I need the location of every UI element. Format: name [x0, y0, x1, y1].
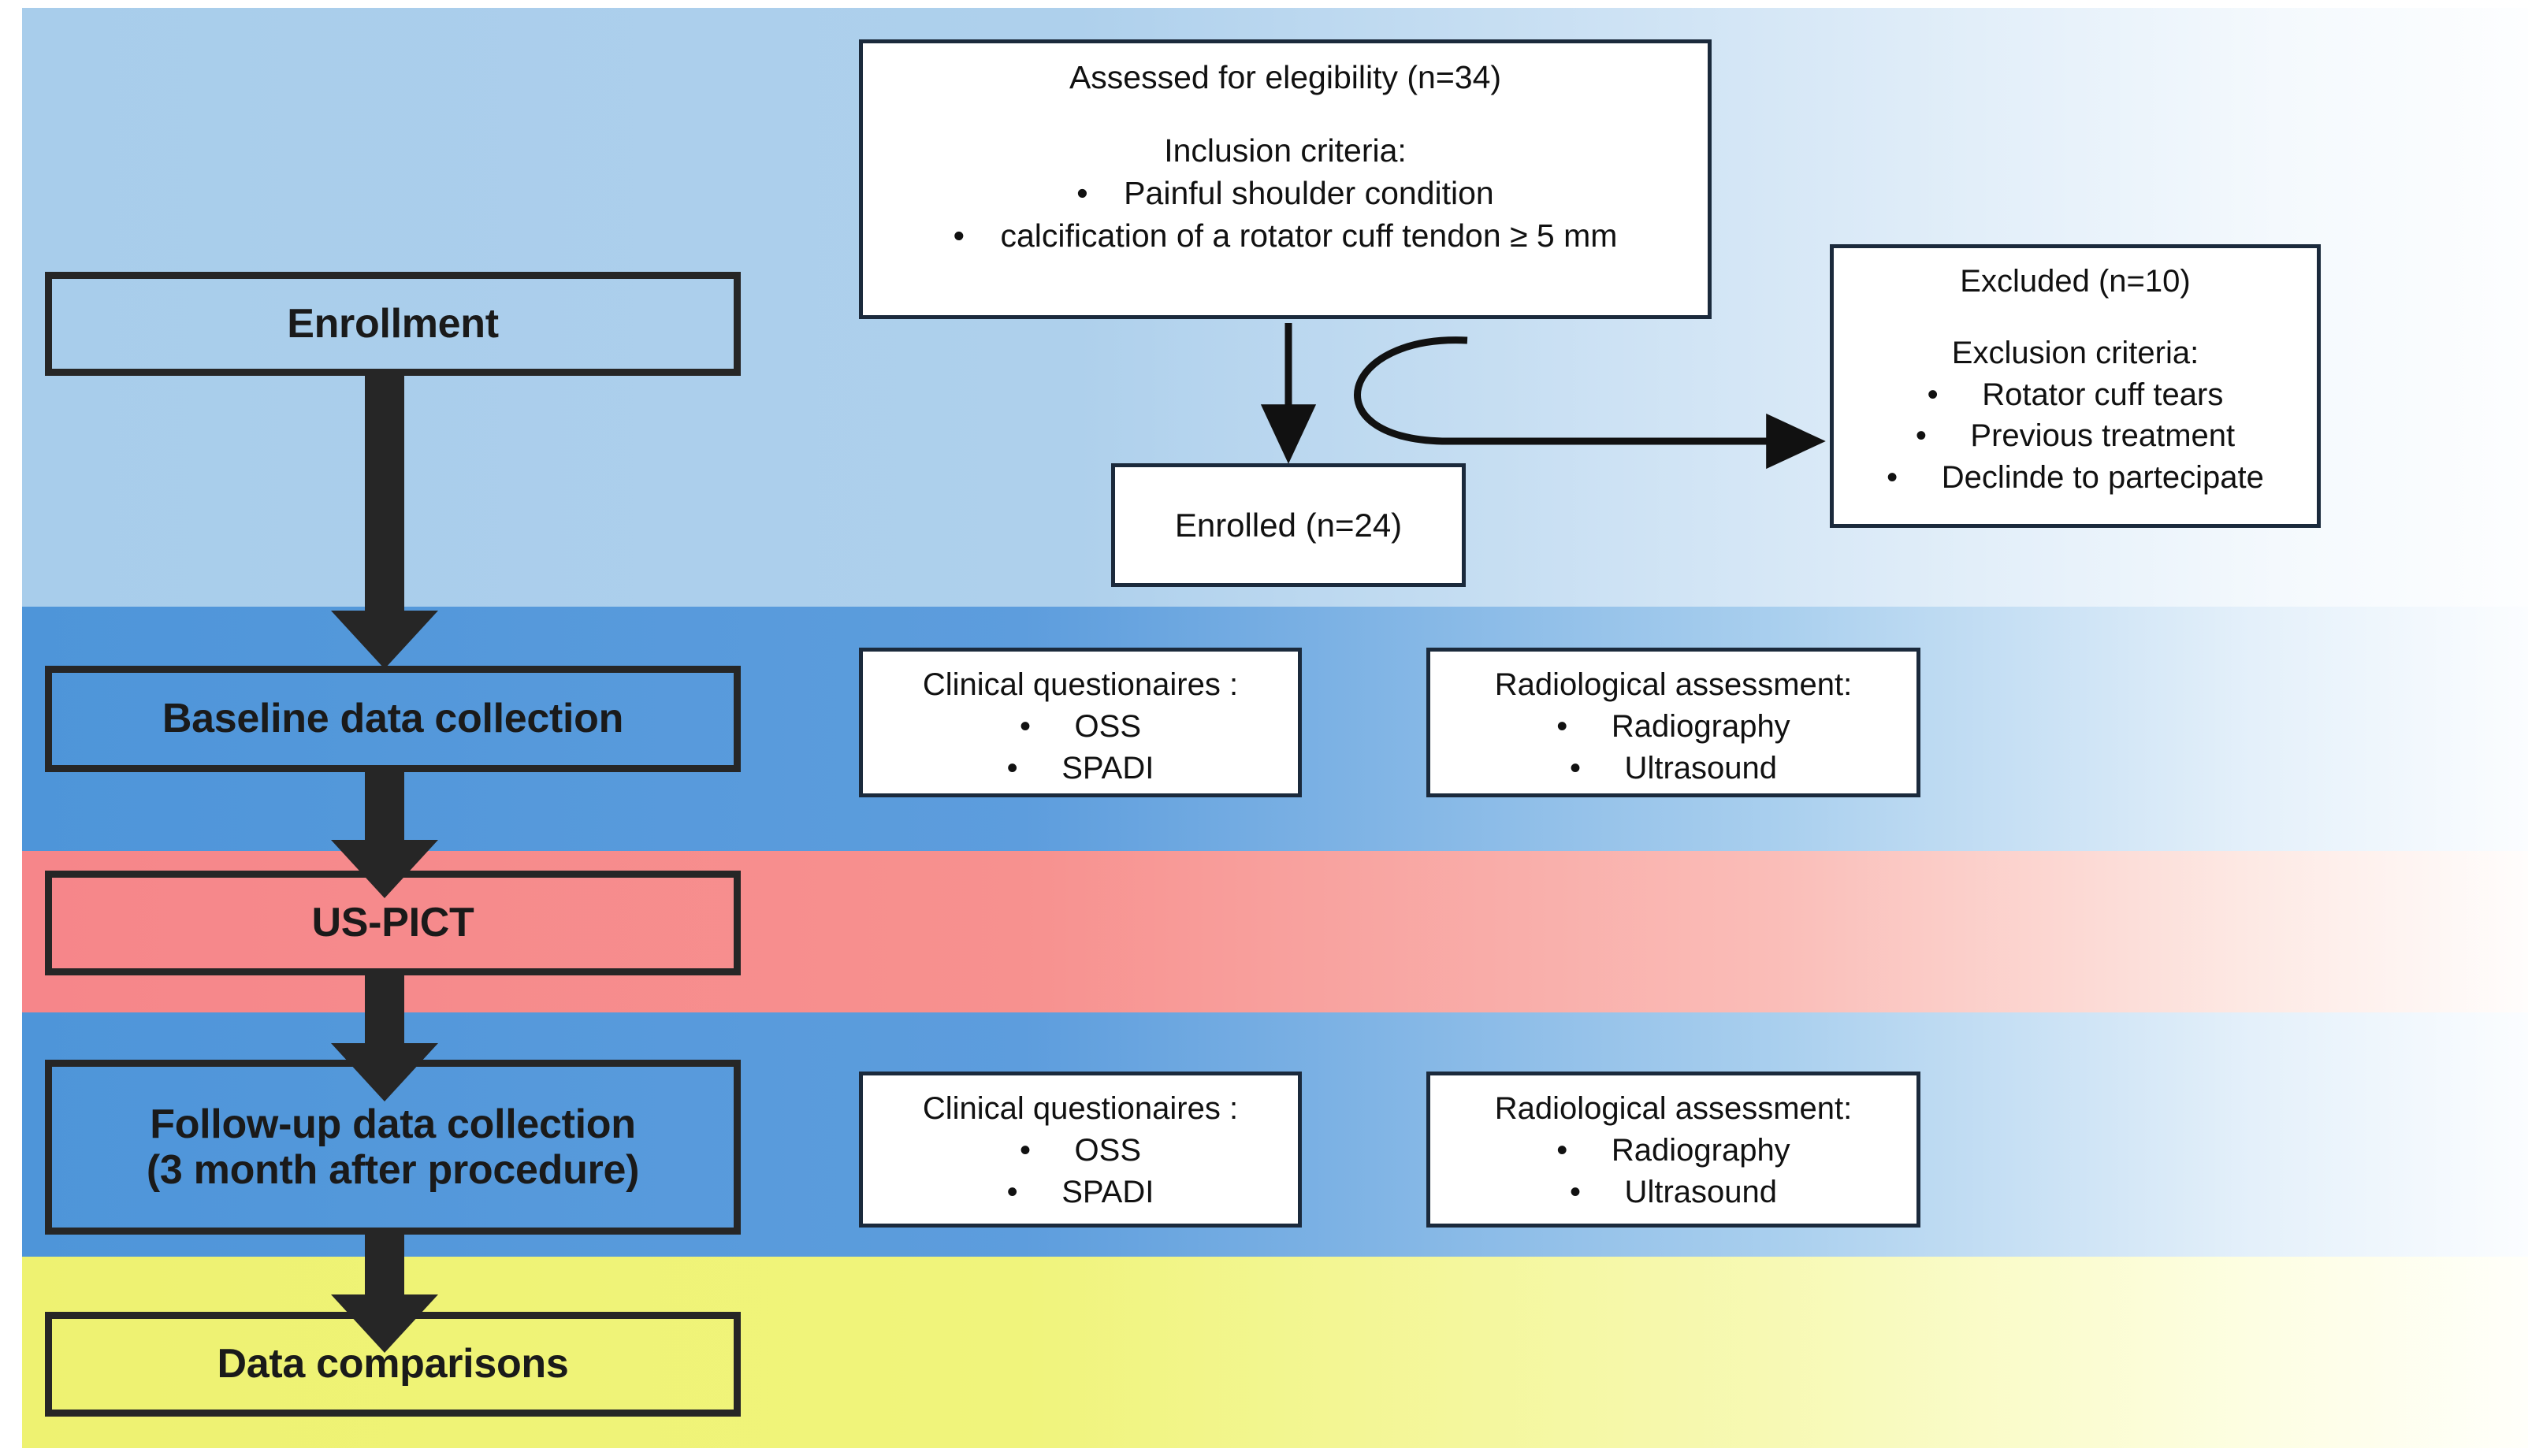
eligibility-title: Assessed for elegibility (n=34) [1069, 59, 1502, 95]
followup-radiological-item: • Ultrasound [1569, 1174, 1777, 1209]
eligibility-criteria-heading: Inclusion criteria: [1164, 132, 1407, 169]
followup-clinical-item: • SPADI [1006, 1174, 1154, 1209]
stage-label-baseline: Baseline data collection [162, 696, 624, 742]
stage-label-followup-line1: Follow-up data collection [150, 1101, 636, 1147]
followup-radiological-item: • Radiography [1556, 1132, 1790, 1168]
baseline-radiological-heading: Radiological assessment: [1494, 667, 1853, 702]
stage-box-enrollment[interactable]: Enrollment [45, 272, 741, 376]
info-box-baseline-radiological[interactable]: Radiological assessment: • Radiography •… [1426, 648, 1920, 797]
baseline-clinical-item: • OSS [1019, 708, 1142, 744]
arrow-baseline-to-procedure [331, 772, 438, 898]
stage-label-comparison: Data comparisons [217, 1341, 569, 1387]
excluded-criteria-item: • Declinde to partecipate [1887, 460, 2264, 496]
excluded-criteria-item: • Previous treatment [1915, 418, 2236, 454]
info-box-followup-radiological[interactable]: Radiological assessment: • Radiography •… [1426, 1072, 1920, 1228]
excluded-criteria-heading: Exclusion criteria: [1951, 335, 2199, 370]
baseline-clinical-item: • SPADI [1006, 750, 1154, 786]
info-box-enrolled[interactable]: Enrolled (n=24) [1111, 463, 1466, 587]
arrow-procedure-to-followup [331, 975, 438, 1101]
followup-radiological-heading: Radiological assessment: [1494, 1091, 1853, 1126]
eligibility-criteria-item: • calcification of a rotator cuff tendon… [953, 217, 1618, 254]
arrow-enrollment-to-baseline [331, 376, 438, 669]
baseline-radiological-item: • Radiography [1556, 708, 1790, 744]
band-procedure [22, 851, 2528, 1012]
followup-clinical-heading: Clinical questionaires : [922, 1091, 1239, 1126]
stage-label-enrollment: Enrollment [287, 300, 499, 347]
baseline-clinical-heading: Clinical questionaires : [922, 667, 1239, 702]
info-box-followup-clinical[interactable]: Clinical questionaires : • OSS • SPADI [859, 1072, 1302, 1228]
stage-box-followup[interactable]: Follow-up data collection (3 month after… [45, 1060, 741, 1235]
excluded-criteria-item: • Rotator cuff tears [1927, 377, 2224, 412]
stage-label-procedure: US-PICT [311, 900, 474, 946]
info-box-eligibility[interactable]: Assessed for elegibility (n=34) Inclusio… [859, 39, 1712, 319]
excluded-title: Excluded (n=10) [1960, 264, 2191, 299]
stage-box-comparison[interactable]: Data comparisons [45, 1312, 741, 1417]
stage-box-baseline[interactable]: Baseline data collection [45, 666, 741, 772]
stage-label-followup-line2: (3 month after procedure) [146, 1147, 640, 1193]
enrolled-label: Enrolled (n=24) [1174, 506, 1403, 544]
stage-box-procedure[interactable]: US-PICT [45, 871, 741, 975]
baseline-radiological-item: • Ultrasound [1569, 750, 1777, 786]
info-box-excluded[interactable]: Excluded (n=10) Exclusion criteria: • Ro… [1830, 244, 2321, 528]
eligibility-criteria-item: • Painful shoulder condition [1076, 175, 1494, 212]
arrow-followup-to-comparison [331, 1233, 438, 1353]
followup-clinical-item: • OSS [1019, 1132, 1142, 1168]
info-box-baseline-clinical[interactable]: Clinical questionaires : • OSS • SPADI [859, 648, 1302, 797]
